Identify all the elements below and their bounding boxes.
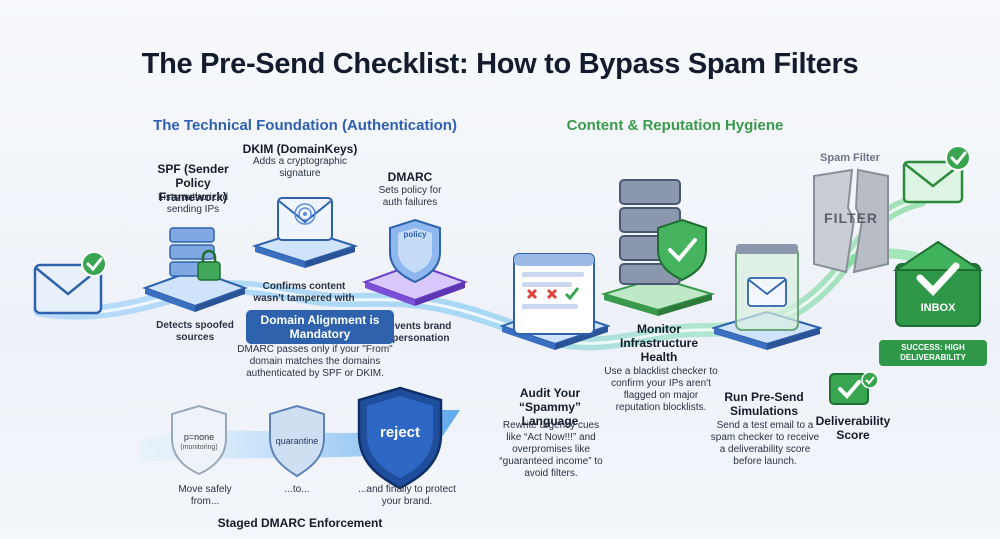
monitor-title: Monitor Infrastructure Health (619, 322, 699, 364)
shield-pnone-icon (171, 404, 227, 476)
audit-desc: Rewrite urgency cues like “Act Now!!!” a… (499, 420, 603, 479)
inbox-icon (892, 240, 984, 327)
spf-below: Detects spoofed sources (156, 320, 234, 343)
section-content-title: Content & Reputation Hygiene (566, 117, 784, 134)
filter-sign-label: FILTER (824, 210, 878, 226)
alignment-desc: DMARC passes only if your "From" domain … (237, 344, 393, 379)
monitor-desc: Use a blacklist checker to confirm your … (604, 366, 718, 413)
shield-quarantine-label: quarantine (275, 436, 319, 446)
dmarc-shield-icon (362, 218, 468, 306)
dmarc-desc: Sets policy for auth failures (378, 185, 442, 208)
server-lock-icon (142, 227, 248, 312)
dmarc-shield-label: policy (403, 230, 427, 239)
shield-pnone-label: p=none (183, 432, 215, 442)
fingerprint-envelope-icon (251, 197, 359, 268)
shield-quarantine-icon (269, 404, 325, 478)
spf-title: SPF (Sender Policy Framework) (157, 162, 229, 204)
dkim-desc: Adds a cryptographic signature (253, 156, 347, 179)
alignment-title: Domain Alignment is Mandatory (246, 310, 394, 344)
dmarc-title: DMARC (387, 170, 433, 184)
staged-step2: ...to... (284, 484, 310, 495)
staged-step3: ...and finally to protect your brand. (358, 484, 456, 507)
broken-filter-icon (813, 168, 889, 274)
score-title: Deliverability Score (815, 414, 891, 442)
success-badge: SUCCESS: HIGH DELIVERABILITY (879, 340, 987, 366)
audit-title: Audit Your “Spammy” Language (518, 386, 582, 428)
simulate-desc: Send a test email to a spam checker to r… (710, 420, 820, 467)
dkim-title: DKIM (DomainKeys) (242, 142, 358, 156)
shield-reject-icon (357, 386, 443, 490)
envelope-icon (33, 251, 107, 315)
staged-step1: Move safely from... (178, 484, 232, 507)
dkim-below: Confirms content wasn't tampered with (253, 281, 355, 304)
simulate-title: Run Pre-Send Simulations (724, 390, 804, 418)
browser-audit-icon (500, 253, 610, 350)
test-chamber-icon (712, 244, 822, 350)
server-shield-icon (600, 179, 716, 316)
staged-title: Staged DMARC Enforcement (217, 516, 383, 530)
success-envelope-icon (902, 145, 971, 204)
shield-reject-label: reject (379, 424, 421, 441)
shield-pnone-sublabel: (monitoring) (180, 444, 218, 451)
inbox-label: INBOX (920, 302, 956, 314)
spf-desc: Lists authorized sending IPs (157, 192, 229, 215)
page-title: The Pre-Send Checklist: How to Bypass Sp… (141, 48, 859, 80)
dmarc-below: Prevents brand impersonation (378, 321, 452, 344)
spam-filter-label: Spam Filter (820, 152, 880, 164)
score-check-icon (829, 371, 879, 405)
section-technical-title: The Technical Foundation (Authentication… (153, 117, 457, 134)
